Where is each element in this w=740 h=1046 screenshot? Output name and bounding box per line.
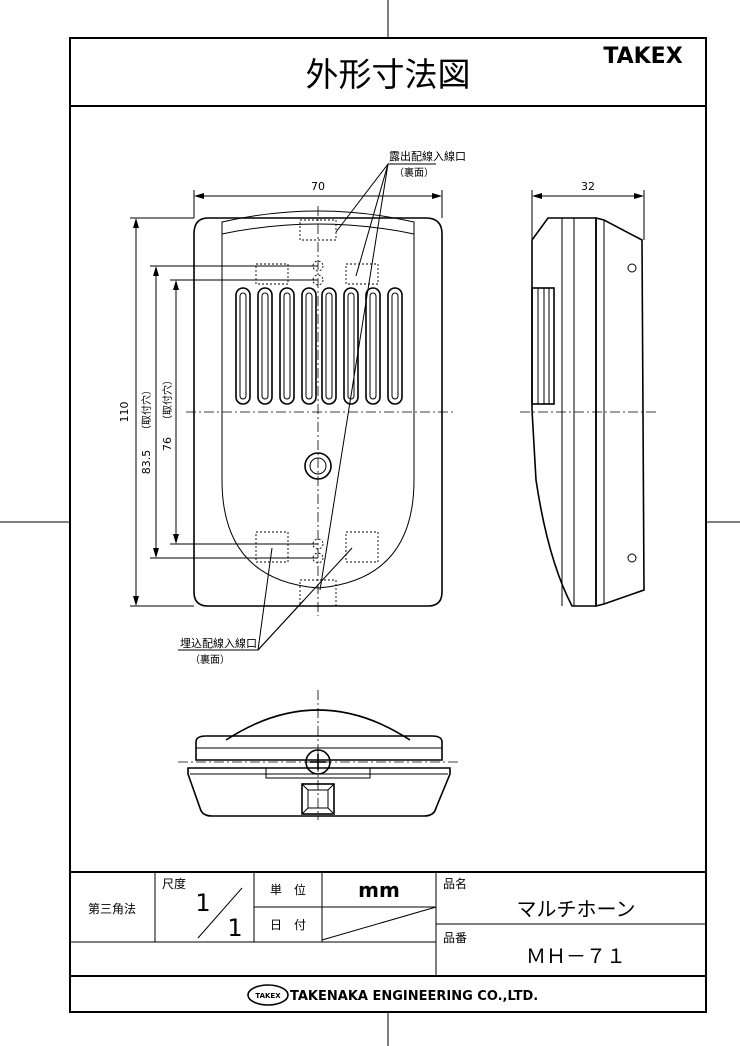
dim-mount-83-5-note: （取付穴） bbox=[140, 385, 153, 435]
scale-label: 尺度 bbox=[162, 876, 186, 891]
product-number-label: 品番 bbox=[443, 931, 467, 945]
title-block bbox=[70, 871, 706, 977]
brand-logo: TAKEX bbox=[603, 44, 682, 69]
product-name-value: マルチホーン bbox=[517, 897, 636, 921]
side-grille bbox=[531, 287, 555, 405]
dim-mount-83-5: 83.5 bbox=[140, 450, 153, 475]
bottom-screw-icon bbox=[305, 749, 331, 775]
unit-label: 単 位 bbox=[270, 882, 306, 897]
scale-numerator: 1 bbox=[195, 889, 210, 917]
projection-label: 第三角法 bbox=[88, 902, 136, 916]
bottom-view bbox=[178, 690, 458, 820]
company-name: TAKENAKA ENGINEERING CO.,LTD. bbox=[290, 989, 538, 1004]
unit-value: mm bbox=[358, 878, 400, 902]
date-label: 日 付 bbox=[270, 918, 306, 932]
bottom-entry-block bbox=[301, 783, 335, 815]
company-logo-text: TAKEX bbox=[255, 992, 281, 1000]
side-view bbox=[520, 190, 656, 608]
label-embedded-entry: 埋込配線入線口 bbox=[180, 636, 257, 650]
drawing-title: 外形寸法図 bbox=[306, 55, 471, 94]
label-embedded-entry-note: （裏面） bbox=[190, 653, 230, 666]
dim-width-70: 70 bbox=[311, 180, 325, 193]
sheet-border bbox=[69, 37, 707, 1013]
dim-height-110: 110 bbox=[118, 402, 131, 423]
product-name-label: 品名 bbox=[443, 876, 467, 891]
scale-denominator: 1 bbox=[227, 914, 242, 942]
dim-mount-76: 76 bbox=[161, 437, 174, 451]
company-logo-oval bbox=[247, 984, 289, 1006]
dim-depth-32: 32 bbox=[581, 180, 595, 193]
front-view bbox=[130, 190, 454, 616]
grille-slots bbox=[235, 287, 403, 405]
leader-embedded-entry bbox=[178, 547, 273, 651]
label-exposed-entry: 露出配線入線口 bbox=[389, 149, 466, 163]
embedded-entry-hidden bbox=[255, 531, 289, 563]
product-number-value: ＭＨ－７１ bbox=[526, 944, 626, 968]
dim-mount-76-note: （取付穴） bbox=[161, 375, 174, 425]
label-exposed-entry-note: （裏面） bbox=[394, 166, 434, 179]
